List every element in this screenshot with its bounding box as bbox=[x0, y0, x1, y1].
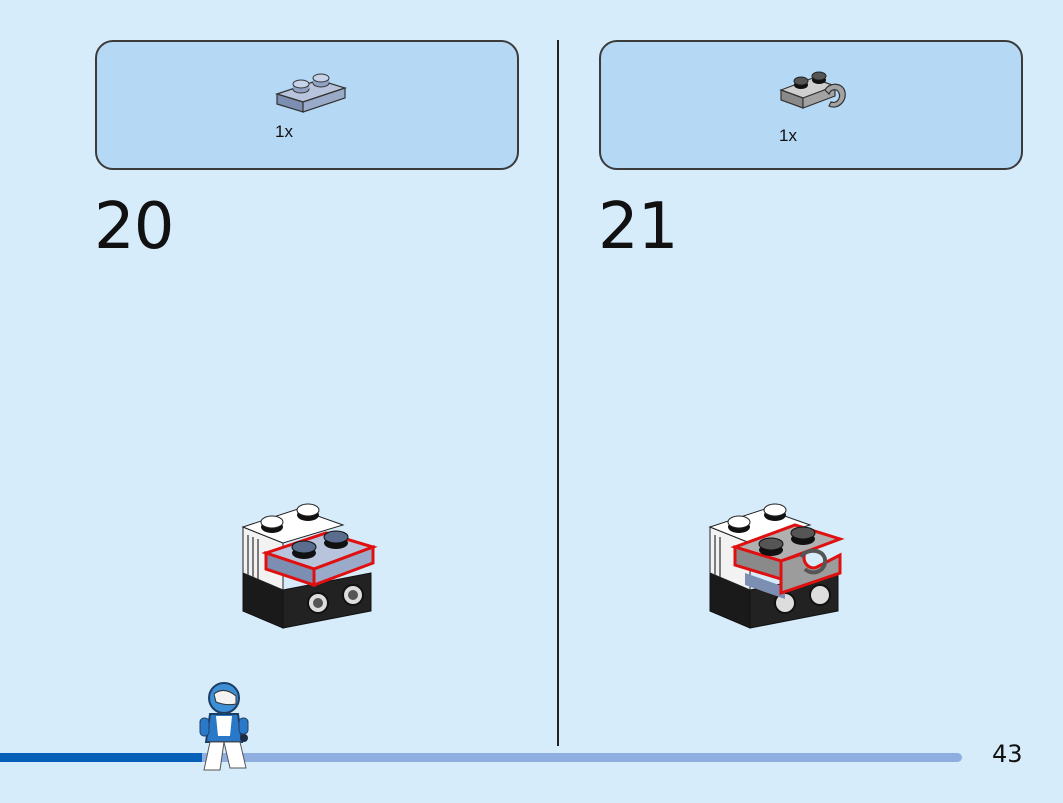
page-divider bbox=[557, 40, 559, 746]
step-number: 21 bbox=[598, 190, 678, 264]
assembly-model-step-21 bbox=[708, 503, 845, 629]
parts-callout-step-21: 1x bbox=[599, 40, 1023, 170]
minifigure-icon bbox=[199, 682, 249, 771]
page-number: 43 bbox=[992, 740, 1023, 768]
plate-1x2-icon bbox=[275, 73, 347, 113]
assembly-model-step-20 bbox=[241, 503, 378, 629]
step-number: 20 bbox=[94, 190, 174, 264]
plate-clip-1x2-icon bbox=[779, 71, 846, 109]
progress-track bbox=[0, 753, 962, 762]
part-quantity: 1x bbox=[275, 122, 293, 141]
part-quantity: 1x bbox=[779, 126, 797, 145]
parts-callout-step-20: 1x bbox=[95, 40, 519, 170]
progress-fill bbox=[0, 753, 202, 762]
